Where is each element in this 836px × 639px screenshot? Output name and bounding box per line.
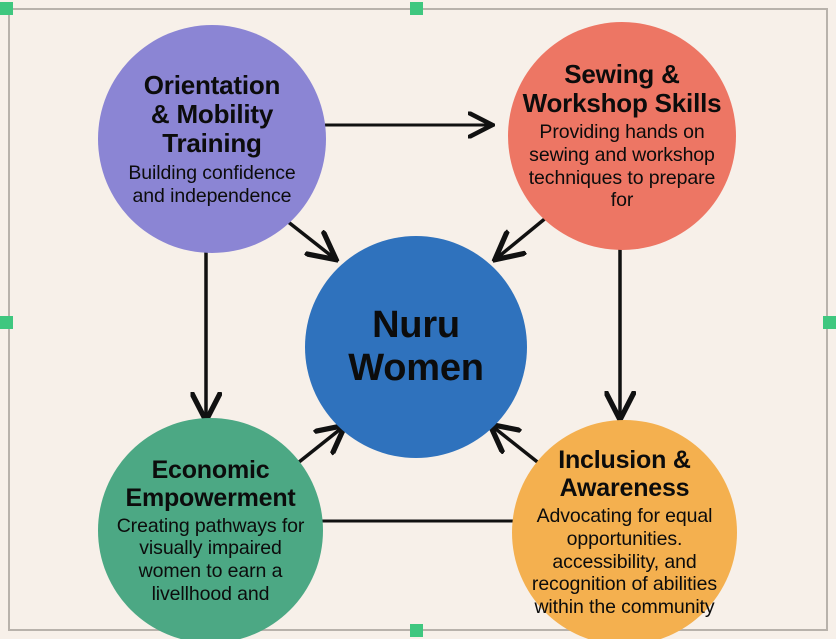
- node-title-line-2: Empowerment: [125, 483, 296, 512]
- node-title-line-2: Workshop Skills: [522, 88, 722, 119]
- selection-handle-top-left[interactable]: [0, 2, 13, 15]
- node-title-line-1: Economic: [151, 455, 270, 484]
- selection-handle-bottom-center[interactable]: [410, 624, 423, 637]
- node-title: Economic Empowerment: [125, 456, 295, 512]
- node-title-line-2: Women: [348, 347, 484, 389]
- node-title-line-1: Nuru: [372, 303, 460, 346]
- node-title-line-3: Training: [162, 127, 262, 158]
- node-title-line-1: Sewing &: [564, 59, 680, 90]
- node-title: Sewing & Workshop Skills: [523, 60, 722, 118]
- node-orientation-mobility-training[interactable]: Orientation & Mobility Training Building…: [98, 25, 326, 253]
- node-title-line-1: Inclusion &: [558, 446, 691, 475]
- node-title: Orientation & Mobility Training: [143, 69, 281, 158]
- node-inclusion-awareness[interactable]: Inclusion & Awareness Advocating for equ…: [512, 420, 737, 639]
- node-economic-empowerment[interactable]: Economic Empowerment Creating pathways f…: [98, 418, 323, 639]
- node-title-line-2: Awareness: [559, 474, 690, 503]
- selection-handle-middle-left[interactable]: [0, 316, 13, 329]
- node-title-line-2: & Mobility: [150, 98, 274, 129]
- node-title-line-1: Orientation: [143, 69, 281, 100]
- selection-handle-top-center[interactable]: [410, 2, 423, 15]
- selection-handle-middle-right[interactable]: [823, 316, 836, 329]
- node-title: Nuru Women: [348, 304, 484, 391]
- node-title: Inclusion & Awareness: [558, 446, 691, 502]
- node-description: Advocating for equal opportunities. acce…: [531, 505, 718, 618]
- node-nuru-women[interactable]: Nuru Women: [305, 236, 527, 458]
- node-description: Creating pathways for visually impaired …: [116, 514, 305, 605]
- node-description: Building confidence and independence: [128, 162, 296, 207]
- node-description: Providing hands on sewing and workshop t…: [528, 121, 716, 212]
- node-sewing-workshop-skills[interactable]: Sewing & Workshop Skills Providing hands…: [508, 22, 736, 250]
